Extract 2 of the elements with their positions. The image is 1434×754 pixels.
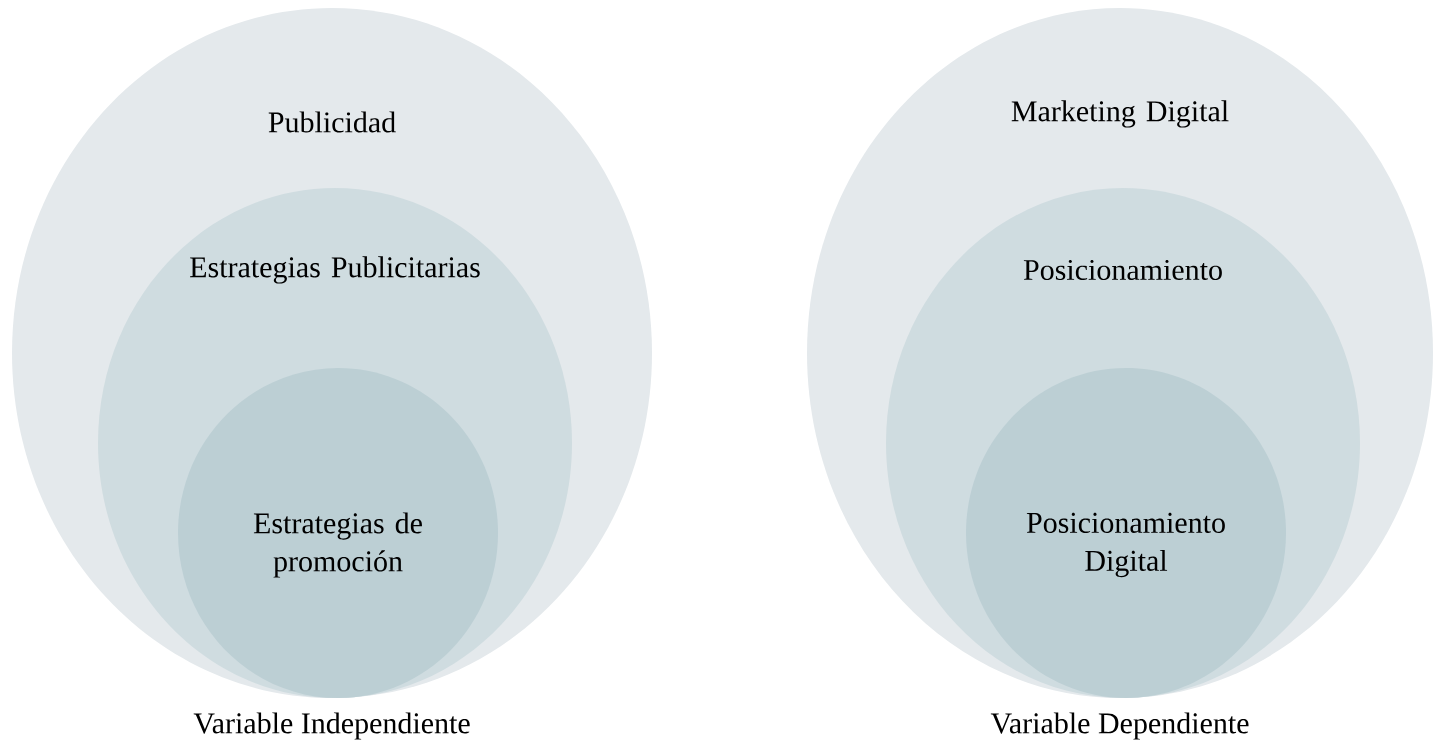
node-label: Variable Independiente	[193, 712, 470, 740]
node-label: Variable Dependiente	[990, 712, 1249, 740]
